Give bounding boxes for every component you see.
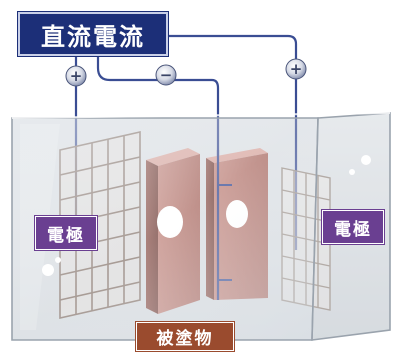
- terminal-middle: −: [155, 64, 177, 86]
- terminal-right: +: [285, 58, 307, 80]
- terminal-middle-sign: −: [160, 66, 173, 84]
- wire-right: [164, 34, 298, 250]
- right-electrode-label: 電極: [322, 210, 384, 244]
- bubble: [42, 264, 54, 276]
- coated-object-label: 被塗物: [136, 322, 234, 351]
- terminal-left: +: [65, 65, 87, 87]
- bubble: [55, 257, 61, 263]
- power-supply-label: 直流電流: [18, 12, 168, 56]
- bubble: [349, 169, 355, 175]
- terminal-right-sign: +: [290, 60, 303, 78]
- terminal-left-sign: +: [70, 67, 83, 85]
- bubble: [361, 155, 371, 165]
- left-electrode-label: 電極: [35, 216, 97, 250]
